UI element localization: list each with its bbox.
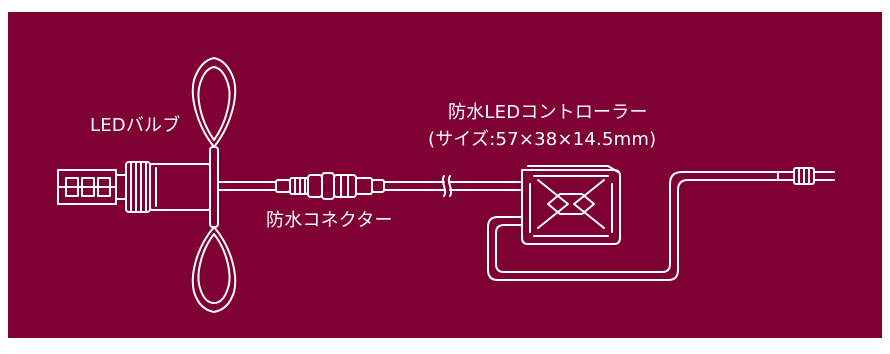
- controller-size-label: (サイズ:57×38×14.5mm): [428, 129, 657, 150]
- led-bulb-label: LEDバルブ: [90, 115, 181, 136]
- waterproof-connector-drawing: [275, 172, 385, 200]
- wiring-illustration: [57, 57, 835, 313]
- connector-label: 防水コネクター: [266, 210, 393, 231]
- power-plug-drawing: [777, 167, 835, 185]
- wiring-diagram: LEDバルブ 防水LEDコントローラー (サイズ:57×38×14.5mm) 防…: [8, 12, 882, 338]
- led-bulb-drawing: [57, 57, 237, 313]
- controller-title-label: 防水LEDコントローラー: [448, 102, 648, 123]
- controller-drawing: [521, 165, 621, 245]
